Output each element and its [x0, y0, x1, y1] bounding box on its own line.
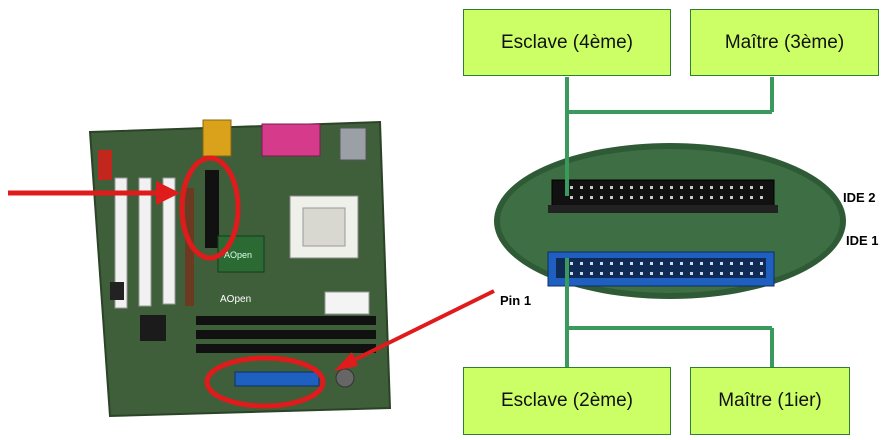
- cable-lines: [565, 77, 774, 370]
- ide2-highlight-ellipse: [179, 155, 241, 261]
- ide-connector-closeup: [494, 143, 846, 299]
- ide1-label: IDE 1: [846, 233, 879, 248]
- ide1-highlight-ellipse: [204, 355, 326, 409]
- ide2-label: IDE 2: [843, 190, 876, 205]
- board-logo-text: AOpen: [220, 294, 251, 305]
- slave-2-device-box: Esclave (2ème): [463, 367, 671, 435]
- chipset-logo-text: AOpen: [224, 250, 252, 260]
- master-3-device-box: Maître (3ème): [690, 9, 879, 76]
- master-1-device-box: Maître (1ier): [690, 367, 850, 435]
- motherboard-photo: AOpen AOpen: [88, 119, 392, 418]
- connector-pins: [570, 186, 763, 275]
- diagonal-arrow: [334, 289, 495, 371]
- slave-4-device-box: Esclave (4ème): [463, 9, 671, 76]
- left-arrow: [8, 181, 180, 205]
- pin1-label: Pin 1: [500, 293, 532, 308]
